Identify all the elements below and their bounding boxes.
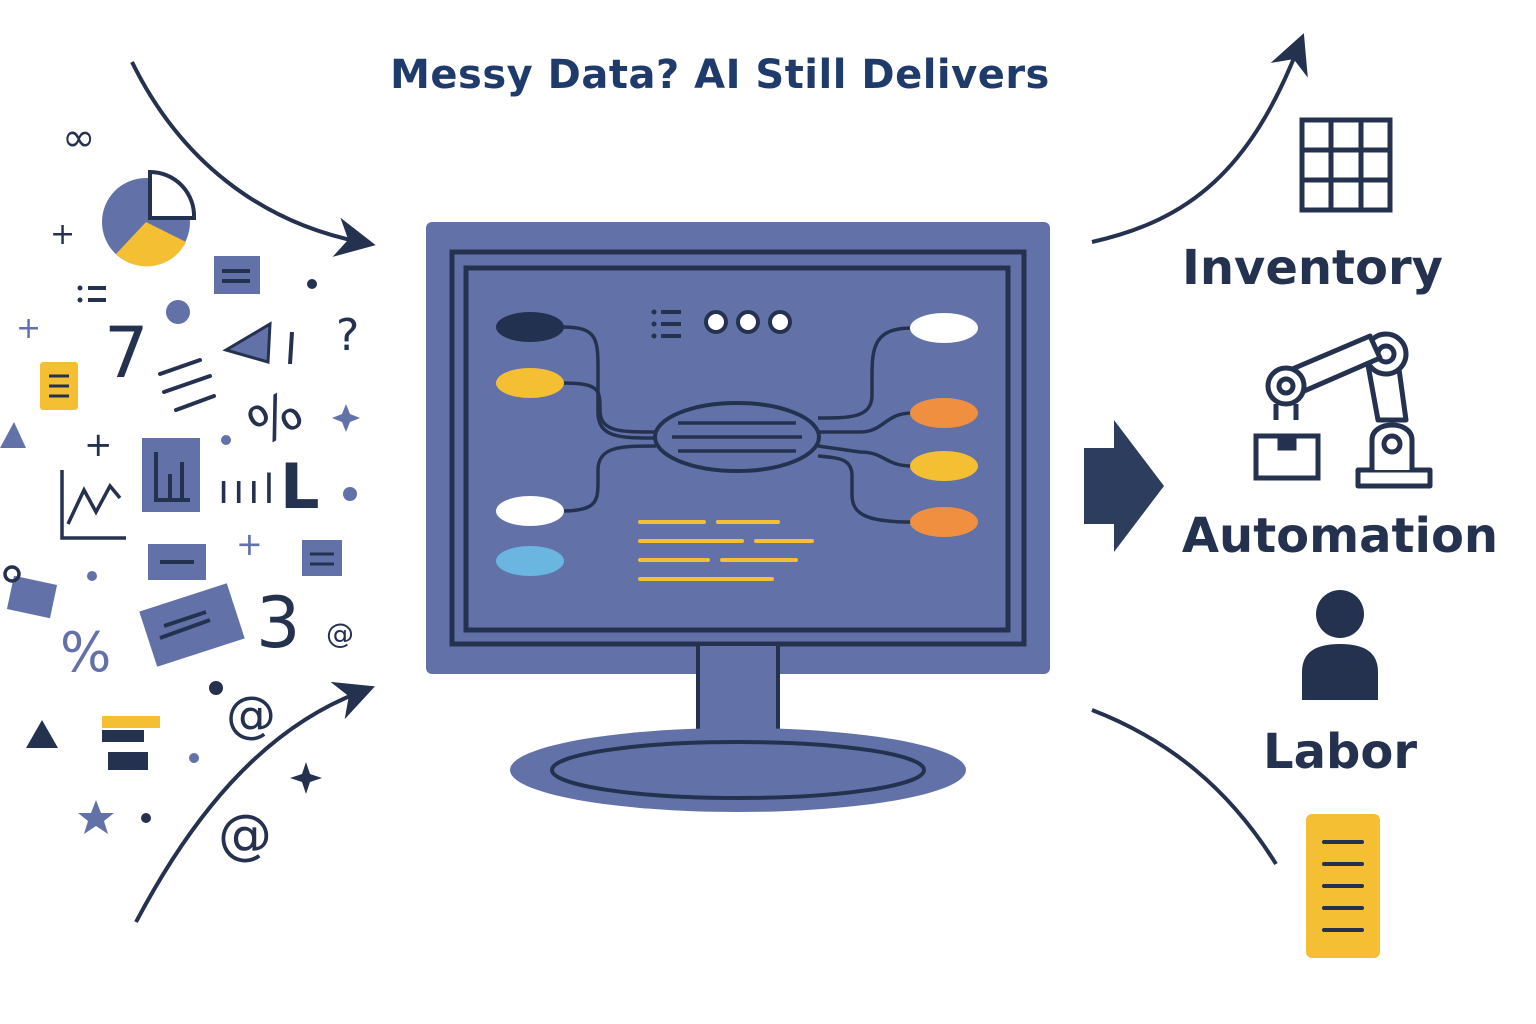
node-yellow [496, 368, 564, 398]
yellow-text-lines [638, 520, 814, 581]
bars-symbol: ıııl [218, 467, 279, 513]
output-label-inventory: Inventory [1182, 240, 1443, 296]
output-arrow-top [1091, 33, 1308, 244]
dot [87, 571, 97, 581]
node-orange [910, 398, 978, 428]
dot [209, 681, 223, 695]
node-white [496, 496, 564, 526]
list-icon [77, 285, 106, 303]
question-symbol: ? [336, 310, 360, 361]
dot-indicator [768, 310, 792, 334]
hatch-lines [158, 358, 216, 412]
document-card-icon [139, 583, 245, 667]
node-blue [496, 546, 564, 576]
percent-symbol: % [60, 621, 112, 684]
dot-indicator [704, 310, 728, 334]
dot-indicator [736, 310, 760, 334]
star-icon [78, 800, 114, 834]
list-icon [651, 309, 681, 339]
line-chart-icon [60, 470, 126, 540]
at-symbol: @ [218, 803, 272, 866]
connector [561, 381, 657, 434]
output-arrow-bottom [1091, 708, 1278, 866]
box-icon [1253, 433, 1321, 481]
input-arrow-top [130, 61, 376, 257]
output-label-automation: Automation [1181, 508, 1499, 564]
dot [307, 279, 317, 289]
screen-flow-diagram [496, 309, 978, 581]
output-big-arrow [1084, 420, 1164, 552]
at-symbol: @ [326, 617, 354, 650]
seven-symbol: 7 [104, 312, 149, 394]
card-icon [148, 544, 206, 580]
sparkle-icon [290, 762, 322, 794]
sparkle-icon [332, 404, 360, 432]
tag-icon [3, 565, 58, 619]
monitor-base-ring [550, 740, 926, 800]
stroke-mark [288, 331, 294, 365]
at-symbol: @ [226, 686, 276, 744]
dot [141, 813, 151, 823]
triangle-shape [222, 321, 272, 364]
page-title: Messy Data? AI Still Delivers [390, 52, 1050, 98]
node-orange [910, 507, 978, 537]
dot [189, 753, 199, 763]
infinity-symbol: ∞ [62, 115, 96, 161]
grid-icon [1299, 117, 1393, 213]
output-label-labor: Labor [1263, 724, 1417, 780]
dot [343, 487, 357, 501]
connector [817, 326, 913, 420]
messy-data-cluster [0, 169, 360, 834]
connector [818, 411, 913, 434]
plus-symbol: + [84, 425, 113, 465]
card-icon [214, 256, 260, 294]
plus-symbol: + [16, 311, 42, 346]
three-symbol: 3 [256, 582, 301, 664]
dot [166, 300, 190, 324]
triangle-shape [0, 422, 26, 448]
plus-symbol: + [236, 525, 263, 563]
dot [221, 435, 231, 445]
connector [561, 444, 657, 513]
connector [817, 454, 913, 524]
input-arrow-bottom [134, 681, 375, 923]
plus-symbol: + [50, 217, 76, 252]
stacked-bars-icon [102, 716, 160, 770]
l-symbol: L [280, 450, 320, 523]
person-icon [1302, 590, 1378, 700]
robot-arm-icon [1265, 331, 1433, 489]
connector [817, 444, 913, 468]
node-yellow [910, 451, 978, 481]
yellow-note-icon [40, 362, 78, 410]
card-icon [302, 540, 342, 576]
node-white [910, 313, 978, 343]
document-icon [1306, 814, 1380, 958]
triangle-shape [26, 720, 58, 748]
pie-chart-icon [102, 169, 197, 267]
node-dark [496, 312, 564, 342]
bar-chart-icon [142, 438, 200, 512]
